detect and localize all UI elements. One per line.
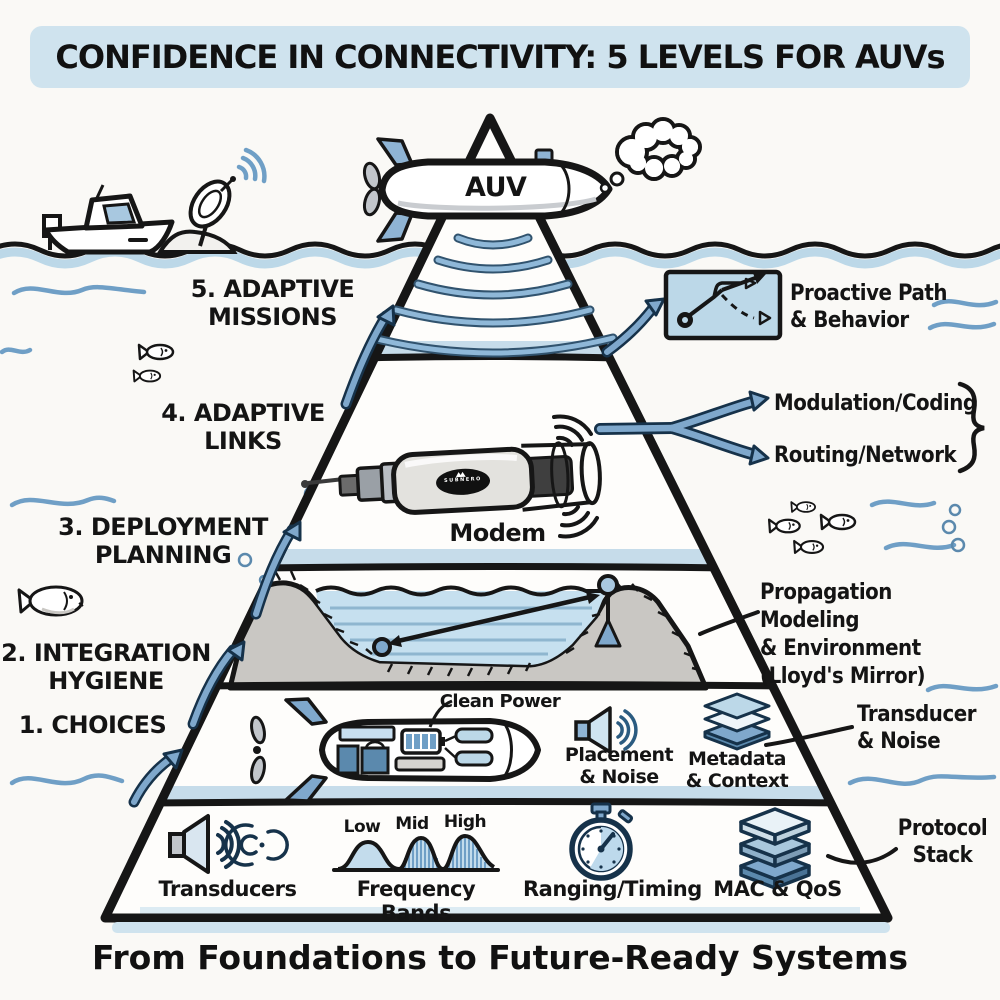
left-label-level4: 4. ADAPTIVE LINKS — [161, 399, 325, 455]
battery-icon — [400, 728, 445, 755]
annotation-routing: Routing/Network — [774, 443, 957, 468]
protocol-pointer-line — [826, 847, 898, 865]
wave-squiggles — [0, 284, 999, 786]
modem-icon — [301, 414, 602, 539]
annotation-transducer-noise: Transducer & Noise — [857, 702, 977, 754]
foundation-item-frequency-bands: Frequency Bands — [356, 877, 476, 926]
speaker-icon — [574, 706, 638, 754]
boat-icon — [42, 184, 175, 255]
page-title: CONFIDENCE IN CONNECTIVITY: 5 LEVELS FOR… — [55, 38, 945, 76]
metadata-layers-icon — [703, 692, 771, 751]
band-label-high: High — [443, 812, 487, 832]
node-icon — [372, 637, 392, 657]
level-up-arrows — [128, 297, 666, 808]
fork-arrow-icon — [594, 390, 770, 466]
acoustic-waves-icon — [552, 414, 599, 539]
frequency-bands-icon — [332, 833, 500, 872]
satellite-dish-icon — [156, 176, 238, 254]
metadata-context-label: Metadata & Context — [685, 748, 789, 792]
annotation-modulation: Modulation/Coding — [774, 391, 977, 416]
annotation-protocol-stack: Protocol Stack — [897, 816, 988, 868]
buoy-icon — [594, 574, 622, 648]
level3-terrain-scene — [227, 570, 709, 691]
clean-power-label: Clean Power — [439, 691, 561, 712]
left-label-level3: 3. DEPLOYMENT PLANNING — [58, 513, 268, 569]
ripple-icon — [224, 823, 289, 867]
brace — [957, 381, 985, 474]
big-fish-icon — [17, 585, 84, 617]
band-label-mid: Mid — [395, 814, 429, 834]
placement-noise-label: Placement & Noise — [564, 744, 674, 788]
modem-label: Modem — [449, 519, 546, 547]
left-label-level2: 2. INTEGRATION HYGIENE — [1, 639, 211, 695]
transducer-pointer-line — [764, 725, 854, 747]
left-label-level1: 1. CHOICES — [18, 711, 167, 739]
auv-cutaway-icon — [250, 697, 541, 803]
transducer-speaker-icon — [168, 814, 241, 874]
left-label-level5: 5. ADAPTIVE MISSIONS — [190, 275, 355, 331]
radio-waves-icon — [236, 147, 267, 184]
pyramid-outline — [100, 113, 893, 923]
pyramid-base-shadow — [112, 922, 890, 933]
sonar-cone-icon — [368, 233, 618, 358]
clean-power-callout-line — [428, 699, 453, 728]
propagation-pointer-line — [698, 610, 760, 636]
footer-tagline: From Foundations to Future-Ready Systems — [91, 937, 909, 977]
foundation-item-ranging-timing: Ranging/Timing — [523, 877, 702, 901]
stopwatch-icon — [569, 802, 634, 881]
range-double-arrow — [388, 592, 600, 647]
foundation-item-mac-qos: MAC & QoS — [713, 877, 842, 901]
auv-label: AUV — [465, 172, 527, 203]
band-label-low: Low — [343, 817, 381, 837]
foundation-item-transducers: Transducers — [158, 877, 297, 901]
annotation-propagation: Propagation Modeling & Environment (Lloy… — [760, 580, 926, 689]
title-banner: CONFIDENCE IN CONNECTIVITY: 5 LEVELS FOR… — [30, 26, 970, 88]
path-plan-icon — [663, 269, 783, 341]
annotation-proactive: Proactive Path & Behavior — [790, 281, 948, 333]
thought-cloud-icon — [599, 117, 702, 194]
protocol-stack-3d-icon — [739, 807, 811, 890]
